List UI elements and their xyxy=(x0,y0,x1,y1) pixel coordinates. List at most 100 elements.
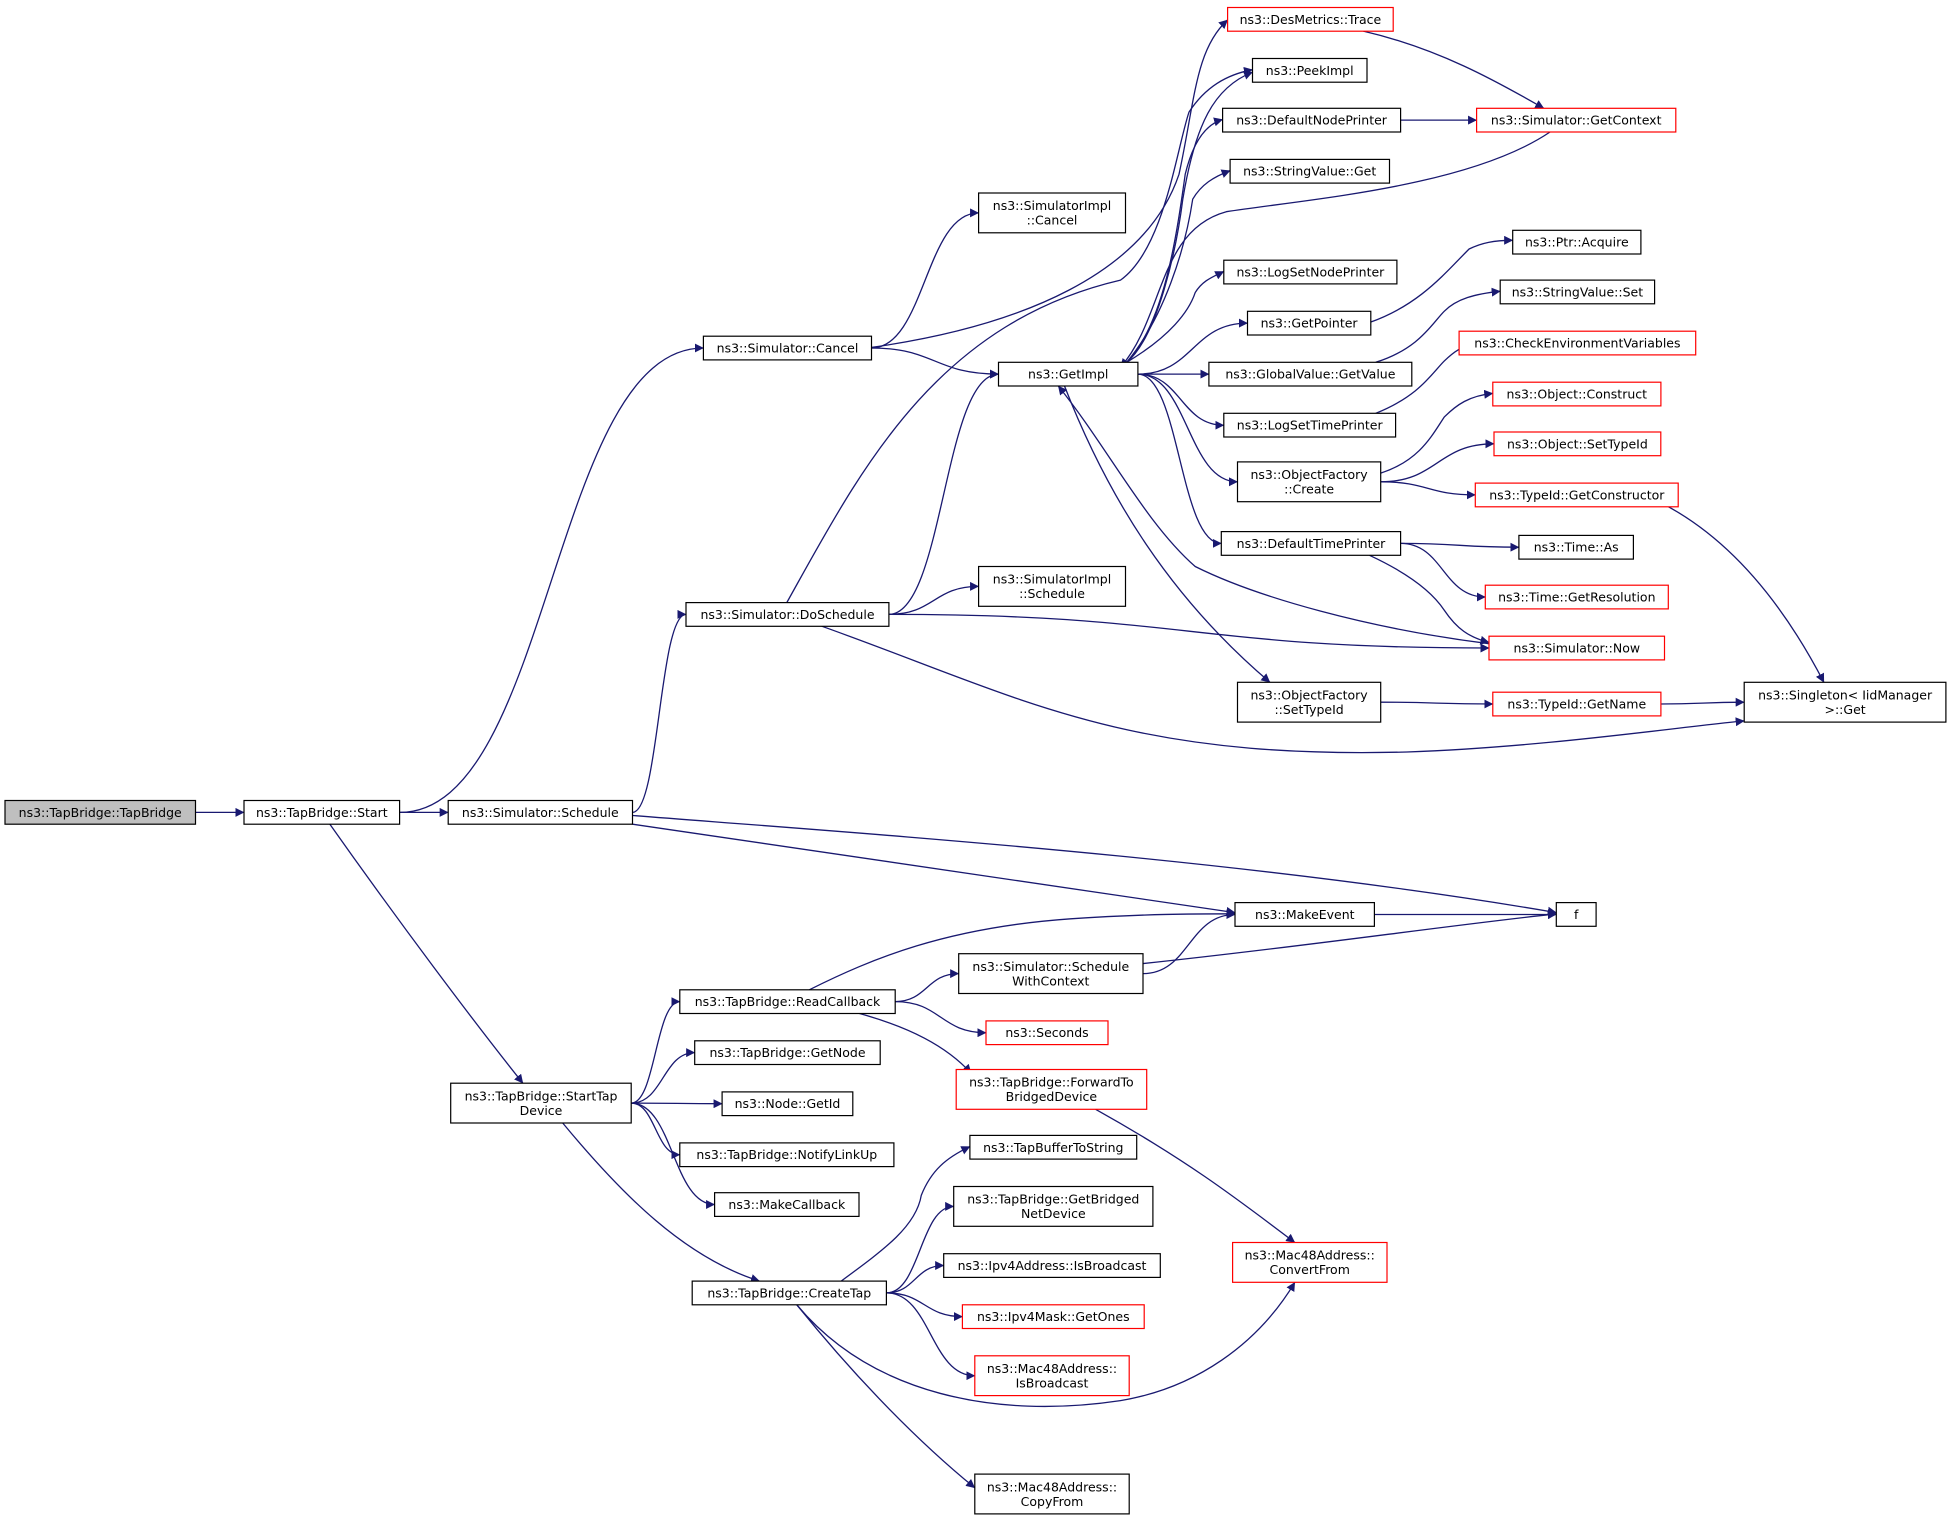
node-defaultnodeprinter[interactable]: ns3::DefaultNodePrinter xyxy=(1221,107,1402,133)
call-edge-simulator_cancel-to-desmetrics_trace xyxy=(871,19,1229,349)
node-makecallback[interactable]: ns3::MakeCallback xyxy=(713,1192,860,1217)
node-logsetnodeprinter[interactable]: ns3::LogSetNodePrinter xyxy=(1223,259,1398,285)
call-edge-tapbridge_starttapdevice-to-node_getid xyxy=(631,1099,723,1109)
call-edge-tapbridge_createtap-to-tapbuffertostring xyxy=(808,1146,971,1306)
node-tapbridge-createtap[interactable]: ns3::TapBridge::CreateTap xyxy=(691,1280,888,1306)
node-box xyxy=(1221,107,1402,133)
node-mac48address-convertfrom[interactable]: ns3::Mac48Address::ConvertFrom xyxy=(1231,1241,1388,1283)
node-label: ns3::DefaultNodePrinter xyxy=(1236,113,1388,128)
node-time-getresolution[interactable]: ns3::Time::GetResolution xyxy=(1484,584,1669,610)
node-label: ns3::Mac48Address:: xyxy=(1245,1248,1375,1263)
node-label: ns3::Seconds xyxy=(1005,1025,1088,1040)
node-label: ns3::SimulatorImpl xyxy=(993,572,1111,587)
node-mac48address-copyfrom[interactable]: ns3::Mac48Address::CopyFrom xyxy=(974,1473,1130,1515)
node-objectfactory-settypeid[interactable]: ns3::ObjectFactory::SetTypeId xyxy=(1236,681,1382,723)
node-label: Device xyxy=(520,1103,563,1118)
node-getimpl[interactable]: ns3::GetImpl xyxy=(997,361,1139,387)
node-label: ns3::GetImpl xyxy=(1028,367,1108,382)
node-label: ns3::TapBridge::StartTap xyxy=(465,1088,618,1103)
node-typeid-getconstructor[interactable]: ns3::TypeId::GetConstructor xyxy=(1474,482,1679,508)
node-box xyxy=(1246,310,1372,336)
node-tapbridge-notifylinkup[interactable]: ns3::TapBridge::NotifyLinkUp xyxy=(679,1142,895,1168)
node-box xyxy=(974,1355,1130,1397)
call-edge-getimpl-to-defaulttimeprinter xyxy=(1137,373,1222,548)
node-label: ns3::DesMetrics::Trace xyxy=(1240,12,1382,27)
node-simulator-now[interactable]: ns3::Simulator::Now xyxy=(1488,635,1666,661)
node-tapbridge-start[interactable]: ns3::TapBridge::Start xyxy=(243,799,401,825)
node-box xyxy=(1251,57,1368,83)
node-peekimpl[interactable]: ns3::PeekImpl xyxy=(1251,57,1368,83)
node-tapbridge-readcallback[interactable]: ns3::TapBridge::ReadCallback xyxy=(679,989,896,1015)
node-ptr-acquire[interactable]: ns3::Ptr::Acquire xyxy=(1512,229,1642,255)
node-box xyxy=(1458,330,1697,356)
node-seconds[interactable]: ns3::Seconds xyxy=(985,1020,1109,1046)
node-ipv4address-isbroadcast[interactable]: ns3::Ipv4Address::IsBroadcast xyxy=(943,1253,1161,1278)
call-edge-tapbridge_start-to-simulator_cancel xyxy=(399,343,704,814)
node-box xyxy=(694,1040,881,1066)
node-typeid-getname[interactable]: ns3::TypeId::GetName xyxy=(1492,691,1662,717)
node-mac48address-isbroadcast[interactable]: ns3::Mac48Address::IsBroadcast xyxy=(974,1355,1130,1397)
node-tapbridge-getnode[interactable]: ns3::TapBridge::GetNode xyxy=(694,1040,881,1066)
node-makeevent[interactable]: ns3::MakeEvent xyxy=(1234,901,1375,927)
node-checkenvironmentvariables[interactable]: ns3::CheckEnvironmentVariables xyxy=(1458,330,1697,356)
call-edge-simulator_schedule-to-simulator_doschedule xyxy=(632,609,687,814)
node-simulator-doschedule[interactable]: ns3::Simulator::DoSchedule xyxy=(685,601,890,627)
node-label: ns3::GlobalValue::GetValue xyxy=(1225,367,1395,382)
node-tapbridge-tapbridge[interactable]: ns3::TapBridge::TapBridge xyxy=(4,799,197,825)
call-edge-getimpl-to-logsettimeprinter xyxy=(1137,373,1225,430)
node-simulator-getcontext[interactable]: ns3::Simulator::GetContext xyxy=(1475,107,1677,133)
node-label: ns3::TapBridge::NotifyLinkUp xyxy=(696,1147,877,1162)
node-box xyxy=(961,1304,1145,1330)
node-f[interactable]: f xyxy=(1555,901,1597,927)
node-node-getid[interactable]: ns3::Node::GetId xyxy=(721,1091,854,1117)
node-label: ns3::LogSetNodePrinter xyxy=(1236,265,1385,280)
node-ipv4mask-getones[interactable]: ns3::Ipv4Mask::GetOnes xyxy=(961,1304,1145,1330)
node-box xyxy=(702,335,873,361)
node-getpointer[interactable]: ns3::GetPointer xyxy=(1246,310,1372,336)
node-simulator-cancel[interactable]: ns3::Simulator::Cancel xyxy=(702,335,873,361)
call-edge-tapbridge_starttapdevice-to-tapbridge_createtap xyxy=(562,1122,760,1283)
node-singleton-get[interactable]: ns3::Singleton< IidManager>::Get xyxy=(1743,681,1947,723)
node-stringvalue-get[interactable]: ns3::StringValue::Get xyxy=(1229,158,1391,184)
node-box xyxy=(985,1020,1109,1046)
node-box xyxy=(1226,6,1394,32)
node-label: ns3::Time::As xyxy=(1534,540,1619,555)
node-box xyxy=(1518,534,1635,560)
node-simulatorimpl-schedule[interactable]: ns3::SimulatorImpl::Schedule xyxy=(977,565,1127,607)
node-box xyxy=(1208,361,1413,387)
node-label: ns3::Ptr::Acquire xyxy=(1525,235,1629,250)
node-simulatorimpl-cancel[interactable]: ns3::SimulatorImpl::Cancel xyxy=(977,192,1127,234)
call-edge-tapbridge_createtap-to-ipv4mask_getones xyxy=(886,1292,963,1322)
node-box xyxy=(450,1082,632,1124)
node-defaulttimeprinter[interactable]: ns3::DefaultTimePrinter xyxy=(1220,530,1402,556)
node-box xyxy=(1236,681,1382,723)
node-objectfactory-create[interactable]: ns3::ObjectFactory::Create xyxy=(1236,461,1382,503)
node-label: ::Cancel xyxy=(1027,213,1078,228)
node-simulator-schedule[interactable]: ns3::Simulator::Schedule xyxy=(447,799,634,825)
call-edge-simulator_doschedule-to-simulatorimpl_schedule xyxy=(888,581,980,616)
node-label: ns3::DefaultTimePrinter xyxy=(1237,536,1387,551)
call-edge-tapbridge_readcallback-to-simulator_schedulewithcontext xyxy=(895,969,960,1003)
node-box xyxy=(997,361,1139,387)
node-label: ns3::Mac48Address:: xyxy=(987,1361,1117,1376)
call-edge-simulator_schedulewithcontext-to-makeevent xyxy=(1142,910,1236,975)
node-logsettimeprinter[interactable]: ns3::LogSetTimePrinter xyxy=(1223,412,1397,438)
node-globalvalue-getvalue[interactable]: ns3::GlobalValue::GetValue xyxy=(1208,361,1413,387)
node-object-settypeid[interactable]: ns3::Object::SetTypeId xyxy=(1493,431,1662,457)
node-label: ns3::ObjectFactory xyxy=(1251,467,1369,482)
node-tapbuffertostring[interactable]: ns3::TapBufferToString xyxy=(969,1134,1138,1160)
node-desmetrics-trace[interactable]: ns3::DesMetrics::Trace xyxy=(1226,6,1394,32)
node-stringvalue-set[interactable]: ns3::StringValue::Set xyxy=(1499,279,1656,305)
node-label: ns3::Simulator::DoSchedule xyxy=(700,607,874,622)
call-edge-tapbridge_starttapdevice-to-tapbridge_notifylinkup xyxy=(631,1102,681,1160)
node-box xyxy=(974,1473,1130,1515)
call-edge-defaulttimeprinter-to-simulator_now xyxy=(1369,554,1490,645)
node-object-construct[interactable]: ns3::Object::Construct xyxy=(1492,381,1662,407)
node-box xyxy=(977,565,1127,607)
node-time-as[interactable]: ns3::Time::As xyxy=(1518,534,1635,560)
